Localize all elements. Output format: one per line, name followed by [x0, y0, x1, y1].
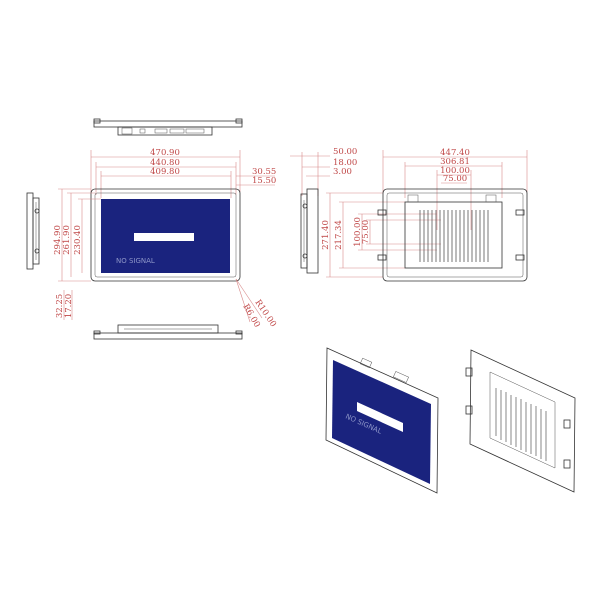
- screen-no-signal: NO SIGNAL: [116, 257, 155, 265]
- front-height-dimensions: 294.90 261.90 230.40 32.25 17.20: [53, 188, 101, 320]
- front-view: NO SIGNAL: [90, 188, 241, 282]
- dim-front-right-1: 30.55: [252, 167, 276, 177]
- dim-rear-height-1: 271.40: [321, 220, 331, 250]
- dim-front-height-1: 294.90: [53, 225, 63, 255]
- dim-rear-height-2: 217.34: [334, 220, 344, 250]
- dim-front-height-2: 261.90: [62, 225, 72, 255]
- dim-rear-width-2: 306.81: [440, 157, 470, 167]
- dim-front-bottom-1: 32.25: [55, 294, 65, 318]
- dim-rear-width-3: 100.00: [440, 166, 470, 176]
- rear-view: [377, 188, 528, 282]
- isometric-rear-view: [465, 349, 576, 493]
- rear-width-dimensions: 447.40 306.81 100.00 75.00: [382, 148, 528, 230]
- dim-rear-width-4: 75.00: [443, 174, 467, 184]
- front-width-dimensions: 470.90 440.80 409.80 30.55 15.50: [90, 148, 276, 198]
- dim-front-height-3: 230.40: [73, 225, 83, 255]
- dim-side-depth-3: 3.00: [333, 167, 352, 177]
- front-side-view: [26, 192, 40, 270]
- dim-rear-height-4: 75.00: [361, 220, 371, 244]
- dim-front-width-1: 470.90: [150, 148, 180, 158]
- dim-side-depth-2: 18.00: [333, 158, 357, 168]
- side-view: [300, 188, 319, 274]
- bottom-view: [93, 324, 243, 340]
- top-view: [93, 118, 243, 136]
- dim-front-right-2: 15.50: [252, 176, 276, 186]
- dim-front-width-3: 409.80: [150, 167, 180, 177]
- isometric-front-view: NO SIGNAL: [325, 347, 439, 494]
- rear-height-dimensions: 271.40 217.34 100.00 75.00: [321, 192, 441, 278]
- dim-rear-width-1: 447.40: [440, 148, 470, 158]
- dim-front-width-2: 440.80: [150, 158, 180, 168]
- radius-dimensions: R10.00 R6.00: [235, 278, 278, 329]
- dim-front-bottom-2: 17.20: [64, 294, 74, 318]
- dim-rear-height-3: 100.00: [353, 217, 363, 247]
- dim-side-depth-1: 50.00: [333, 147, 357, 157]
- side-depth-dimensions: 50.00 18.00 3.00: [290, 147, 357, 196]
